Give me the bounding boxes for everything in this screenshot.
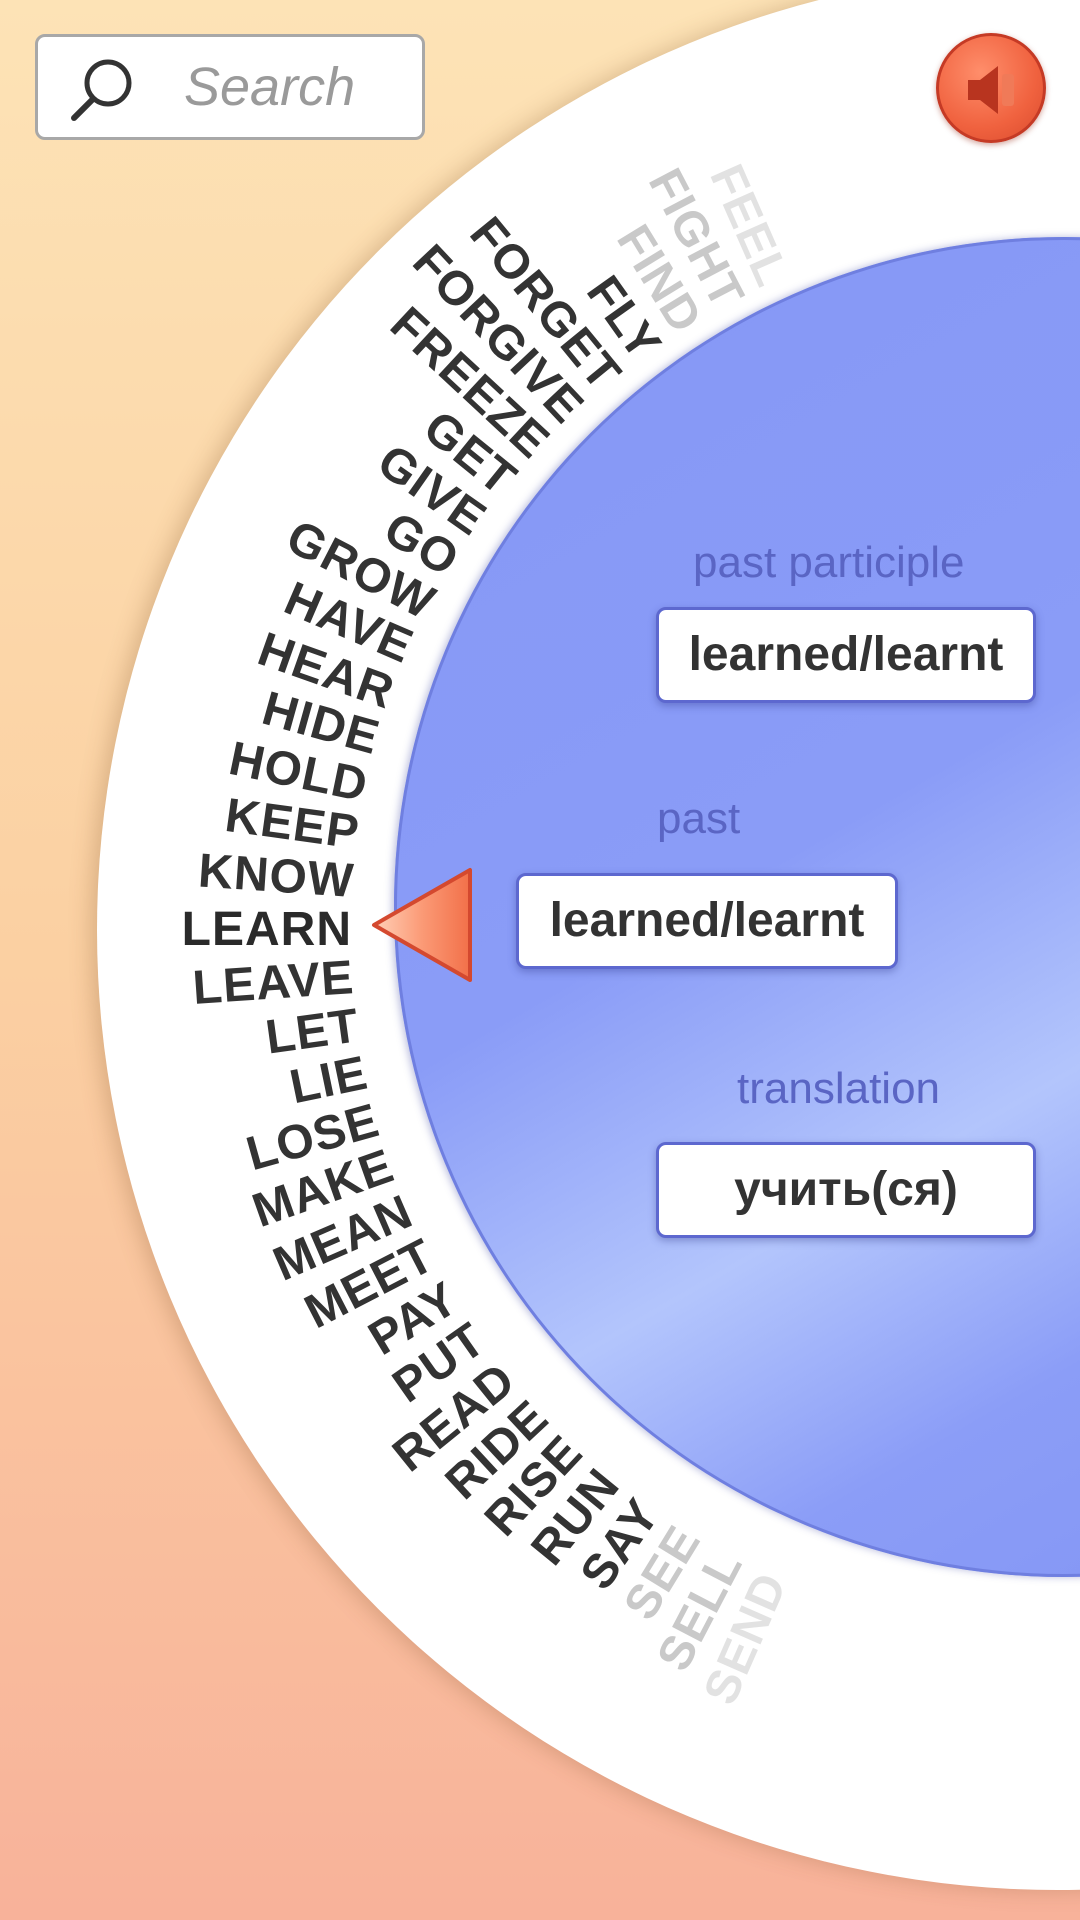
past-field: learned/learnt	[516, 873, 898, 969]
past-participle-label: past participle	[693, 538, 965, 587]
speaker-icon	[968, 66, 1014, 114]
sound-button[interactable]	[936, 33, 1046, 143]
search-icon	[71, 59, 132, 121]
search-field[interactable]: Search	[35, 34, 425, 140]
search-placeholder: Search	[184, 57, 356, 117]
translation-label: translation	[737, 1064, 941, 1113]
selection-pointer-icon	[372, 868, 472, 982]
translation-field: учить(ся)	[656, 1142, 1036, 1238]
past-participle-field: learned/learnt	[656, 607, 1036, 703]
past-label: past	[657, 794, 741, 843]
verb-item-learn[interactable]: LEARN	[181, 903, 352, 956]
